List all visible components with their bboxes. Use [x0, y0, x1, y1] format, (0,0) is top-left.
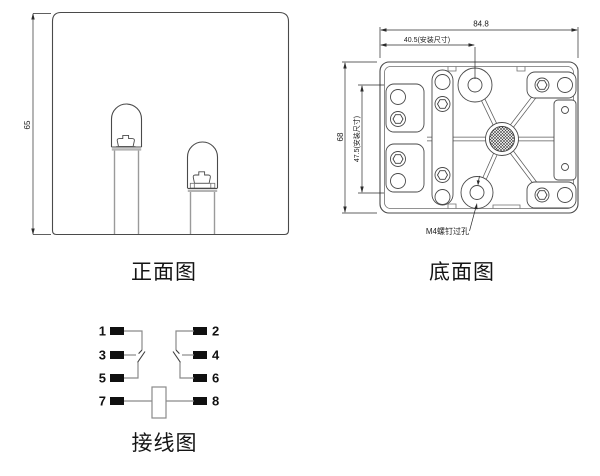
bottom-center-boss: [485, 122, 519, 156]
terminal-screw: [192, 171, 211, 184]
front-terminal-left: [110, 103, 143, 234]
bottom-right-strip: [553, 99, 577, 181]
bottom-outer-outline: [379, 61, 579, 214]
coil: [124, 386, 194, 419]
contact-left: [124, 330, 146, 379]
terminal-label-8: 8: [212, 394, 219, 409]
terminal-label-5: 5: [99, 371, 106, 386]
terminal-screw: [116, 134, 135, 147]
hex-screw: [536, 80, 548, 90]
bottom-left-pad-bottom: [385, 143, 425, 193]
coil-body: [151, 386, 167, 419]
bottom-mount-boss-top: [457, 67, 493, 103]
bottom-left-pad-top: [385, 83, 425, 133]
m4-hole-note: M4螺钉过孔: [426, 175, 480, 236]
bottom-edge-notches: [447, 66, 526, 209]
bottom-height-dimension: 68: [336, 61, 377, 214]
bottom-mount-width-dimension: 40.5(安装尺寸): [380, 35, 476, 79]
dim-arrow-up: [31, 13, 35, 20]
bottom-height-dim-label: 68: [336, 132, 345, 141]
bottom-width-dim-label: 84.8: [473, 20, 489, 29]
m4-hole-note-label: M4螺钉过孔: [426, 226, 469, 236]
front-terminal-right: [186, 141, 219, 234]
terminal-label-6: 6: [212, 371, 219, 386]
knurled-circle: [489, 126, 515, 152]
bottom-right-pad-bottom: [526, 181, 577, 209]
terminal-dome: [186, 141, 219, 188]
wiring-diagram-title: 接线图: [132, 432, 198, 455]
front-view-title: 正面图: [131, 261, 197, 284]
hex-screw: [436, 99, 449, 109]
dim-arrow-down: [31, 228, 35, 235]
front-body-outline: [51, 11, 290, 236]
bottom-view: 84.8 40.5(安装尺寸) 68 47.5(安装尺寸): [336, 20, 579, 284]
terminal-dome: [110, 103, 143, 147]
bottom-mount-height-dim-label: 47.5(安装尺寸): [352, 116, 361, 162]
bottom-mount-height-dimension: 47.5(安装尺寸): [352, 84, 384, 194]
wiring-diagram: 1 3 5 7 2 4 6 8: [99, 324, 220, 456]
contact-right: [172, 330, 194, 379]
front-height-dim-label: 65: [23, 120, 32, 129]
terminal-label-1: 1: [99, 324, 106, 339]
terminal-label-2: 2: [212, 324, 219, 339]
terminal-label-7: 7: [99, 394, 106, 409]
bottom-right-pad-top: [526, 71, 577, 99]
bottom-center-strip: [431, 69, 454, 206]
front-view: 65 正面图: [23, 11, 290, 284]
hex-screw: [436, 170, 449, 180]
bottom-mount-width-dim-label: 40.5(安装尺寸): [404, 35, 450, 44]
front-height-dimension: 65: [23, 13, 51, 235]
hex-screw: [392, 154, 404, 164]
bottom-width-dimension: 84.8: [379, 20, 579, 58]
hex-screw: [392, 114, 404, 124]
terminal-label-4: 4: [212, 348, 220, 363]
terminal-pads: [110, 327, 207, 405]
hex-screw: [536, 190, 548, 200]
bottom-view-title: 底面图: [429, 261, 495, 284]
terminal-label-3: 3: [99, 348, 106, 363]
